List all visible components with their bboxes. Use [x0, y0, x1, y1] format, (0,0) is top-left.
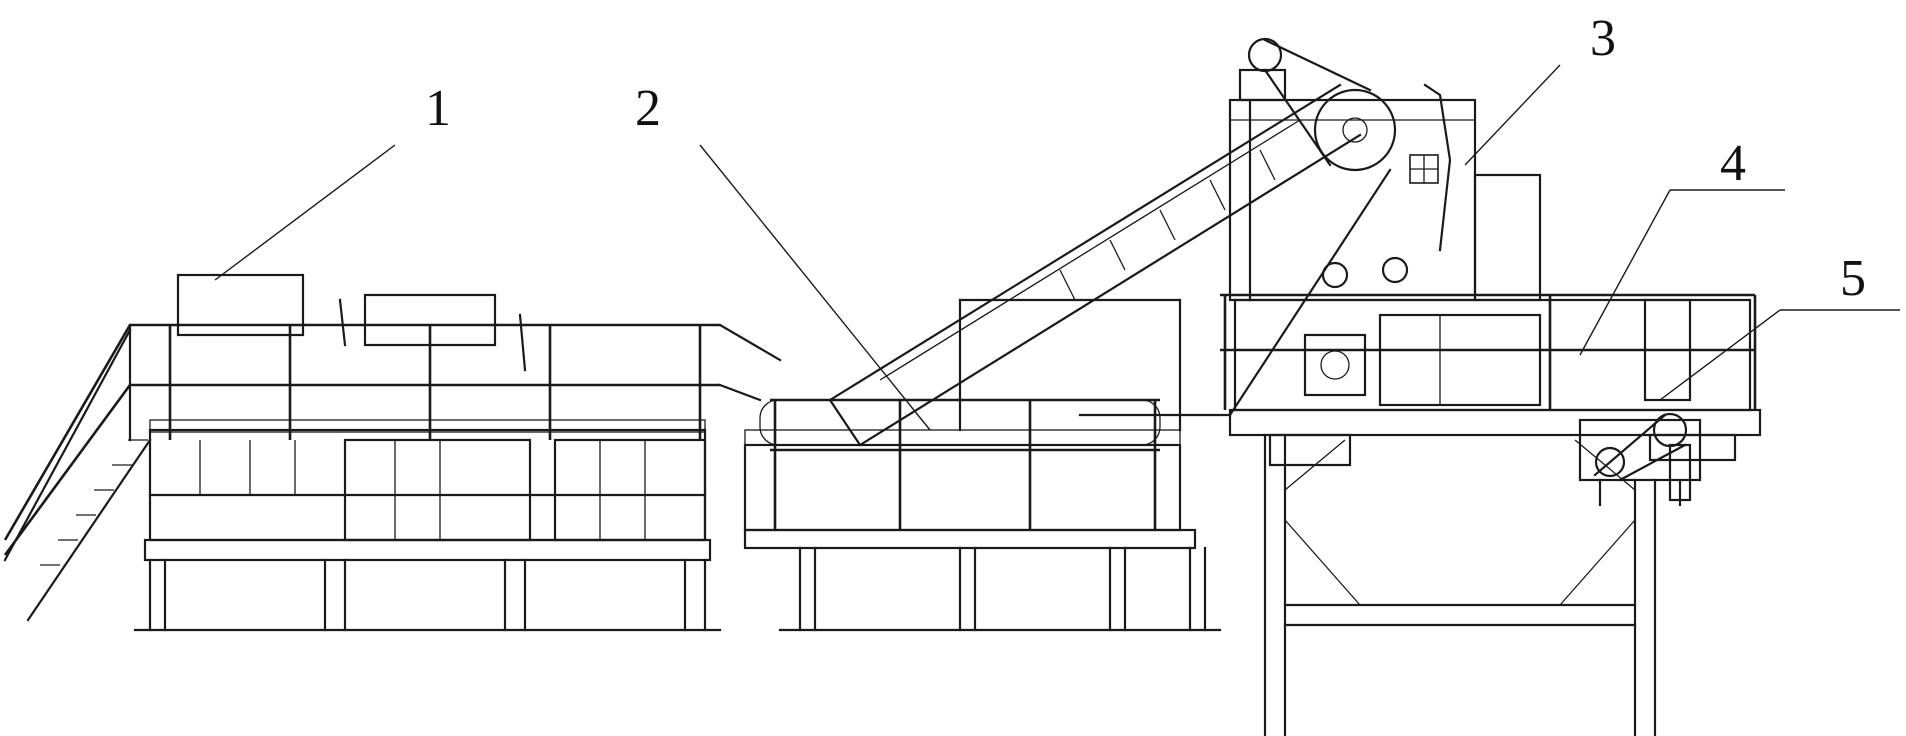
label-5: 5 — [1840, 250, 1866, 307]
label-2: 2 — [635, 80, 661, 137]
label-4: 4 — [1720, 135, 1746, 192]
equipment-4 — [1220, 293, 1762, 736]
leader-lines — [214, 64, 1900, 431]
equipment-1 — [130, 273, 782, 632]
equipment-5 — [1578, 412, 1702, 507]
equipment-3 — [828, 37, 1542, 447]
label-3: 3 — [1590, 10, 1616, 67]
label-1: 1 — [425, 80, 451, 137]
equipment-2 — [743, 298, 1222, 632]
left-staircase — [3, 323, 152, 622]
part-labels: 1 2 3 4 5 — [425, 10, 1866, 307]
